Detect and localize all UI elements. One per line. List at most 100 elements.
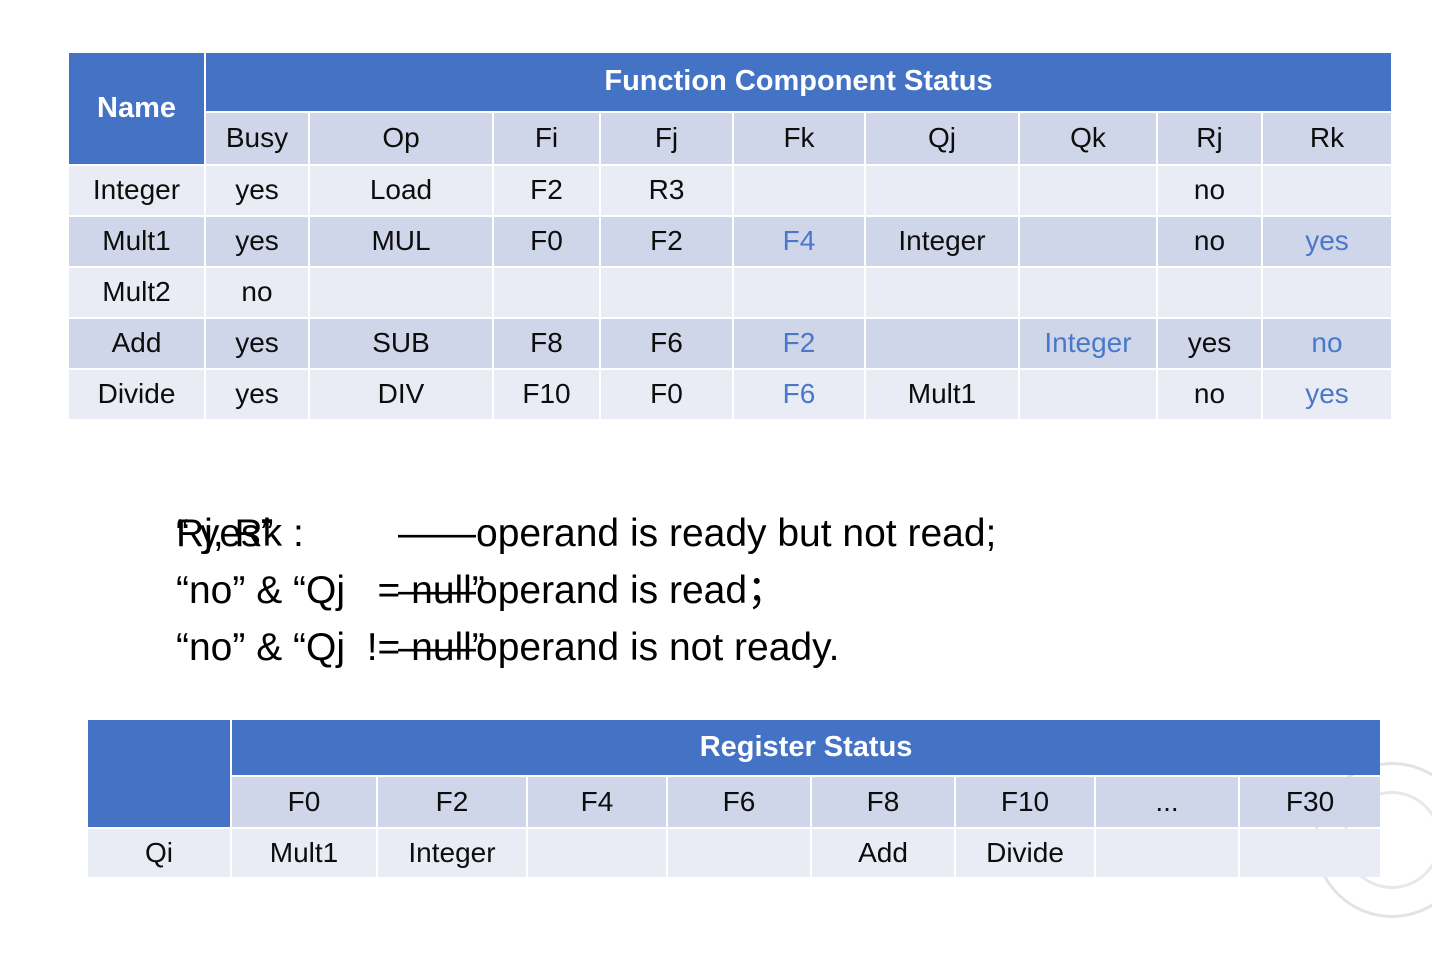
fu-cell	[1020, 166, 1156, 215]
legend-line: “no” & “Qj = null” ——operand is read；	[0, 562, 1432, 619]
legend-line: Rj, Rk : “ yes” ——operand is ready but n…	[0, 505, 1432, 562]
fu-cell	[734, 166, 864, 215]
fu-cell: yes	[1263, 370, 1391, 419]
reg-col-f2: F2	[378, 777, 526, 827]
fu-cell: F2	[494, 166, 599, 215]
reg-cell: Mult1	[232, 829, 376, 877]
reg-cell: Divide	[956, 829, 1094, 877]
function-component-status-table: Name Function Component Status Busy Op F…	[67, 51, 1393, 421]
table-row: Integer yes Load F2 R3 no	[69, 166, 1391, 215]
fu-group-header: Function Component Status	[206, 53, 1391, 111]
fu-cell: yes	[206, 319, 308, 368]
legend-label: Rj, Rk :	[176, 512, 304, 555]
fu-name-header: Name	[69, 53, 204, 164]
fu-col-fj: Fj	[601, 113, 732, 164]
fu-cell: Integer	[1020, 319, 1156, 368]
reg-header-row: Register Status	[88, 720, 1381, 827]
reg-col-f0: F0	[232, 777, 376, 827]
fu-row-name: Mult2	[69, 268, 204, 317]
fu-cell: F0	[601, 370, 732, 419]
fu-cell: F6	[734, 370, 864, 419]
fu-cell: F6	[601, 319, 732, 368]
reg-col-ellipsis: ...	[1096, 777, 1238, 827]
reg-cell	[528, 829, 666, 877]
fu-cell: yes	[1263, 217, 1391, 266]
reg-col-f4: F4	[528, 777, 666, 827]
fu-col-qk: Qk	[1020, 113, 1156, 164]
fu-cell: F0	[494, 217, 599, 266]
fu-cell: Integer	[866, 217, 1018, 266]
fu-row-name: Add	[69, 319, 204, 368]
legend-condition: “ yes”	[176, 512, 274, 555]
fu-cell: no	[1158, 217, 1261, 266]
legend-label-spacer	[0, 562, 176, 619]
fu-cell	[734, 268, 864, 317]
reg-col-f8: F8	[812, 777, 954, 827]
fu-header-row: Name Function Component Status	[69, 53, 1391, 164]
fu-col-rk: Rk	[1263, 113, 1391, 164]
fu-cell: yes	[206, 166, 308, 215]
table-row: Mult1 yes MUL F0 F2 F4 Integer no yes	[69, 217, 1391, 266]
fu-cell: F10	[494, 370, 599, 419]
fu-cell	[1020, 370, 1156, 419]
reg-col-f10: F10	[956, 777, 1094, 827]
register-status-table: Register Status F0 F2 F4 F6 F8 F10 ... F…	[86, 718, 1382, 879]
fu-cell: yes	[206, 217, 308, 266]
fu-cell	[1263, 268, 1391, 317]
fu-cell: SUB	[310, 319, 492, 368]
table-row: Qi Mult1 Integer Add Divide	[88, 829, 1381, 877]
table-row: Add yes SUB F8 F6 F2 Integer yes no	[69, 319, 1391, 368]
fu-cell: Load	[310, 166, 492, 215]
fu-col-fk: Fk	[734, 113, 864, 164]
fu-cell	[1020, 217, 1156, 266]
table-row: Divide yes DIV F10 F0 F6 Mult1 no yes	[69, 370, 1391, 419]
legend-condition: “no” & “Qj = null”	[176, 569, 485, 612]
reg-col-f6: F6	[668, 777, 810, 827]
legend-condition: “no” & “Qj != null”	[176, 626, 485, 669]
fu-cell: yes	[1158, 319, 1261, 368]
reg-cell	[668, 829, 810, 877]
fu-cell: no	[1263, 319, 1391, 368]
fu-cell	[310, 268, 492, 317]
reg-col-f30: F30	[1240, 777, 1381, 827]
reg-group-header: Register Status	[232, 720, 1381, 775]
fu-cell: F2	[734, 319, 864, 368]
reg-cell	[1240, 829, 1381, 877]
fu-col-rj: Rj	[1158, 113, 1261, 164]
fu-cell: DIV	[310, 370, 492, 419]
reg-cell: Add	[812, 829, 954, 877]
reg-corner-cell	[88, 720, 230, 827]
legend-line: “no” & “Qj != null” ——operand is not rea…	[0, 619, 1432, 676]
reg-cell	[1096, 829, 1238, 877]
fu-cell	[494, 268, 599, 317]
fu-cell: no	[206, 268, 308, 317]
fu-cell: F8	[494, 319, 599, 368]
fu-cell: MUL	[310, 217, 492, 266]
fu-cell	[1020, 268, 1156, 317]
fu-cell	[601, 268, 732, 317]
legend-description: ——operand is ready but not read;	[398, 512, 997, 555]
fu-row-name: Mult1	[69, 217, 204, 266]
legend-description: ——operand is read；	[398, 569, 787, 612]
fu-cell	[866, 166, 1018, 215]
fu-row-name: Divide	[69, 370, 204, 419]
fu-cell: F2	[601, 217, 732, 266]
fu-cell: yes	[206, 370, 308, 419]
fu-row-name: Integer	[69, 166, 204, 215]
fu-cell: Mult1	[866, 370, 1018, 419]
fu-cell: F4	[734, 217, 864, 266]
legend-label-spacer	[0, 619, 176, 676]
fu-col-op: Op	[310, 113, 492, 164]
fu-col-busy: Busy	[206, 113, 308, 164]
fu-cell: no	[1158, 166, 1261, 215]
fu-cell	[866, 319, 1018, 368]
fu-cell	[1263, 166, 1391, 215]
rj-rk-legend: Rj, Rk : “ yes” ——operand is ready but n…	[0, 505, 1432, 676]
table-row: Mult2 no	[69, 268, 1391, 317]
reg-cell: Integer	[378, 829, 526, 877]
fu-cell	[866, 268, 1018, 317]
fu-cell: no	[1158, 370, 1261, 419]
fu-cell	[1158, 268, 1261, 317]
fu-cell: R3	[601, 166, 732, 215]
reg-row-label: Qi	[88, 829, 230, 877]
